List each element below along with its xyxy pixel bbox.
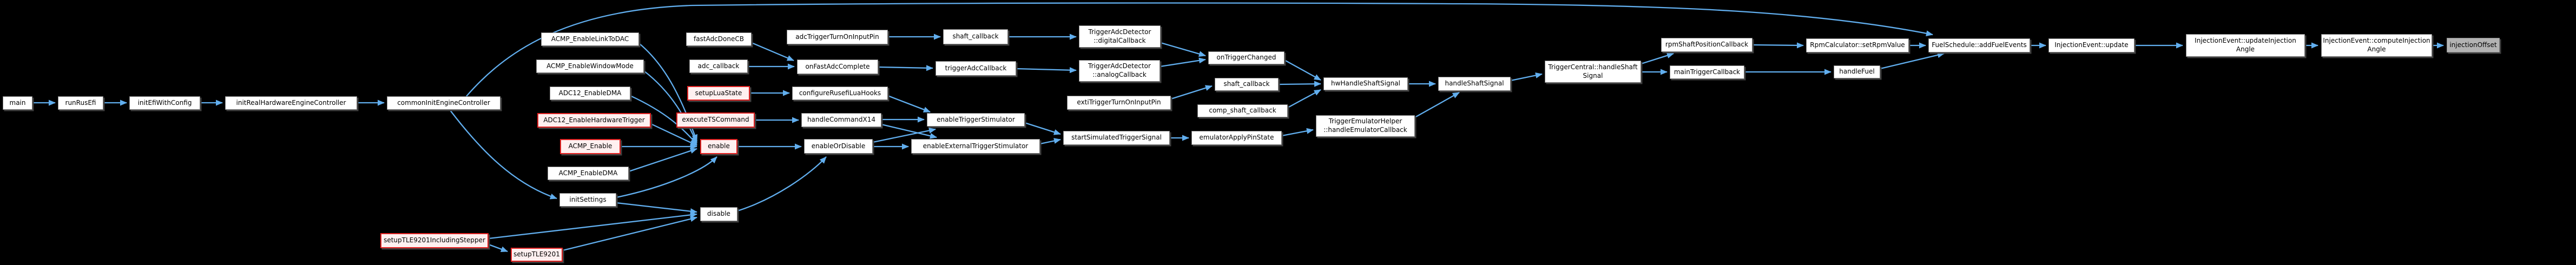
- node-FuelSchedule_addFuelEvents[interactable]: FuelSchedule::addFuelEvents: [1928, 38, 2030, 52]
- node-adc_callback[interactable]: adc_callback: [689, 59, 748, 73]
- node-ACMP_EnableDMA[interactable]: ACMP_EnableDMA: [548, 167, 629, 180]
- node-startSimulatedTriggerSignal[interactable]: startSimulatedTriggerSignal: [1063, 131, 1170, 145]
- node-adcTriggerTurnOnInputPin[interactable]: adcTriggerTurnOnInputPin: [787, 30, 888, 44]
- edge-triggerAdcCallback-to-TriggerAdcDetector_analogCallback: [1016, 67, 1077, 74]
- node-handleShaftSignal[interactable]: handleShaftSignal: [1438, 77, 1511, 91]
- node-disable[interactable]: disable: [700, 207, 737, 221]
- node-shaft_callback_1[interactable]: shaft_callback: [943, 29, 1008, 44]
- edge-handleFuel-to-FuelSchedule_addFuelEvents: [1880, 52, 1945, 70]
- edge-TriggerAdcDetector_digitalCallback-to-onTriggerChanged: [1160, 42, 1206, 57]
- node-emulatorApplyPinState[interactable]: emulatorApplyPinState: [1191, 131, 1282, 145]
- node-TriggerAdcDetector_analogCallback[interactable]: TriggerAdcDetector ::analogCallback: [1079, 60, 1160, 82]
- node-initSettings[interactable]: initSettings: [559, 193, 616, 207]
- node-onFastAdcComplete[interactable]: onFastAdcComplete: [797, 59, 878, 74]
- node-enableExternalTriggerStimulator[interactable]: enableExternalTriggerStimulator: [911, 139, 1040, 154]
- edge-commonInitEngineController-to-initSettings: [450, 110, 557, 200]
- edge-extiTriggerTurnOnInputPin-to-shaft_callback_2: [1170, 85, 1213, 100]
- edge-setupTLE9201IncludingStepper-to-disable: [488, 211, 697, 240]
- node-injectionOffset: injectionOffset: [2447, 38, 2500, 52]
- edge-TriggerCentral_handleShaftSignal-to-rpmShaftPositionCallback: [1641, 52, 1674, 65]
- node-TriggerAdcDetector_digitalCallback[interactable]: TriggerAdcDetector ::digitalCallback: [1079, 25, 1161, 48]
- node-initRealHardwareEngineController[interactable]: initRealHardwareEngineController: [225, 96, 357, 110]
- node-InjectionEvent_updateInjectionAngle[interactable]: InjectionEvent::updateInjection Angle: [2186, 34, 2305, 57]
- edge-setupTLE9201-to-disable: [562, 216, 697, 251]
- node-fastAdcDoneCB[interactable]: fastAdcDoneCB: [686, 32, 752, 46]
- node-executeTSCommand[interactable]: executeTSCommand: [676, 112, 755, 128]
- edge-initSettings-to-disable: [616, 202, 697, 215]
- edge-ACMP_EnableWindowMode-to-enable: [643, 70, 698, 143]
- node-runRusEfi[interactable]: runRusEfi: [58, 96, 103, 110]
- edge-configureRusefiLuaHooks-to-enableTriggerStimulator: [887, 95, 931, 113]
- edge-fastAdcDoneCB-to-onFastAdcComplete: [751, 42, 794, 62]
- edge-ADC12_EnableHardwareTrigger-to-enable: [650, 123, 697, 147]
- node-shaft_callback_2[interactable]: shaft_callback: [1215, 78, 1279, 91]
- node-InjectionEvent_computeInjectionAngle[interactable]: InjectionEvent::computeInjection Angle: [2321, 34, 2432, 57]
- node-TriggerCentral_handleShaftSignal[interactable]: TriggerCentral::handleShaft Signal: [1545, 61, 1641, 83]
- node-configureRusefiLuaHooks[interactable]: configureRusefiLuaHooks: [792, 87, 888, 100]
- edge-TriggerAdcDetector_analogCallback-to-onTriggerChanged: [1159, 57, 1206, 68]
- edge-comp_shaft_callback-to-hwHandleShaftSignal: [1287, 89, 1321, 109]
- node-InjectionEvent_update[interactable]: InjectionEvent::update: [2048, 38, 2134, 52]
- edge-initSettings-to-enable: [616, 156, 717, 198]
- node-handleCommandX14[interactable]: handleCommandX14: [801, 113, 881, 127]
- node-ACMP_Enable[interactable]: ACMP_Enable: [560, 139, 621, 154]
- edge-TriggerEmulatorHelper_handleEmulatorCallback-to-handleShaftSignal: [1414, 91, 1460, 118]
- node-commonInitEngineController[interactable]: commonInitEngineController: [387, 96, 500, 110]
- edge-emulatorApplyPinState-to-TriggerEmulatorHelper_handleEmulatorCallback: [1281, 128, 1314, 137]
- edge-setupTLE9201IncludingStepper-to-setupTLE9201: [488, 243, 508, 253]
- node-mainTriggerCallback[interactable]: mainTriggerCallback: [1670, 65, 1744, 79]
- node-RpmCalculator_setRpmValue[interactable]: RpmCalculator::setRpmValue: [1806, 38, 1909, 52]
- node-enable[interactable]: enable: [700, 139, 737, 154]
- node-enableOrDisable[interactable]: enableOrDisable: [804, 139, 873, 154]
- node-ADC12_EnableDMA[interactable]: ADC12_EnableDMA: [550, 87, 630, 100]
- node-rpmShaftPositionCallback[interactable]: rpmShaftPositionCallback: [1661, 38, 1753, 52]
- edge-ACMP_EnableDMA-to-enable: [628, 148, 697, 173]
- edge-commonInitEngineController-to-FuelSchedule_addFuelEvents: [466, 2, 1933, 97]
- node-ADC12_EnableHardwareTrigger[interactable]: ADC12_EnableHardwareTrigger: [537, 113, 651, 128]
- node-initEfiWithConfig[interactable]: initEfiWithConfig: [129, 96, 200, 110]
- node-ACMP_EnableLinkToDAC[interactable]: ACMP_EnableLinkToDAC: [541, 32, 639, 46]
- edge-onFastAdcComplete-to-triggerAdcCallback: [878, 65, 933, 71]
- node-handleFuel[interactable]: handleFuel: [1834, 65, 1880, 78]
- node-setupTLE9201[interactable]: setupTLE9201: [511, 248, 563, 262]
- node-onTriggerChanged[interactable]: onTriggerChanged: [1208, 51, 1284, 64]
- node-setupLuaState[interactable]: setupLuaState: [687, 86, 750, 101]
- edge-handleShaftSignal-to-TriggerCentral_handleShaftSignal: [1510, 72, 1543, 82]
- node-enableTriggerStimulator[interactable]: enableTriggerStimulator: [927, 113, 1025, 127]
- edge-handleCommandX14-to-enableExternalTriggerStimulator: [881, 123, 937, 139]
- node-hwHandleShaftSignal[interactable]: hwHandleShaftSignal: [1323, 77, 1408, 90]
- node-TriggerEmulatorHelper_handleEmulatorCallback[interactable]: TriggerEmulatorHelper ::handleEmulatorCa…: [1316, 115, 1415, 137]
- edge-enableTriggerStimulator-to-startSimulatedTriggerSignal: [1024, 122, 1061, 135]
- node-setupTLE9201IncludingStepper[interactable]: setupTLE9201IncludingStepper: [380, 233, 489, 248]
- node-ACMP_EnableWindowMode[interactable]: ACMP_EnableWindowMode: [536, 59, 644, 73]
- node-triggerAdcCallback[interactable]: triggerAdcCallback: [935, 61, 1016, 76]
- edge-disable-to-enableOrDisable: [737, 156, 827, 212]
- node-extiTriggerTurnOnInputPin[interactable]: extiTriggerTurnOnInputPin: [1067, 96, 1171, 110]
- edge-ADC12_EnableDMA-to-enable: [630, 95, 697, 145]
- node-main[interactable]: main: [3, 96, 32, 110]
- edges-group: [32, 2, 2444, 253]
- node-comp_shaft_callback[interactable]: comp_shaft_callback: [1197, 104, 1288, 117]
- edge-onTriggerChanged-to-hwHandleShaftSignal: [1284, 59, 1321, 81]
- edge-enableOrDisable-to-enableTriggerStimulator: [872, 128, 936, 143]
- edge-enableExternalTriggerStimulator-to-startSimulatedTriggerSignal: [1039, 138, 1061, 145]
